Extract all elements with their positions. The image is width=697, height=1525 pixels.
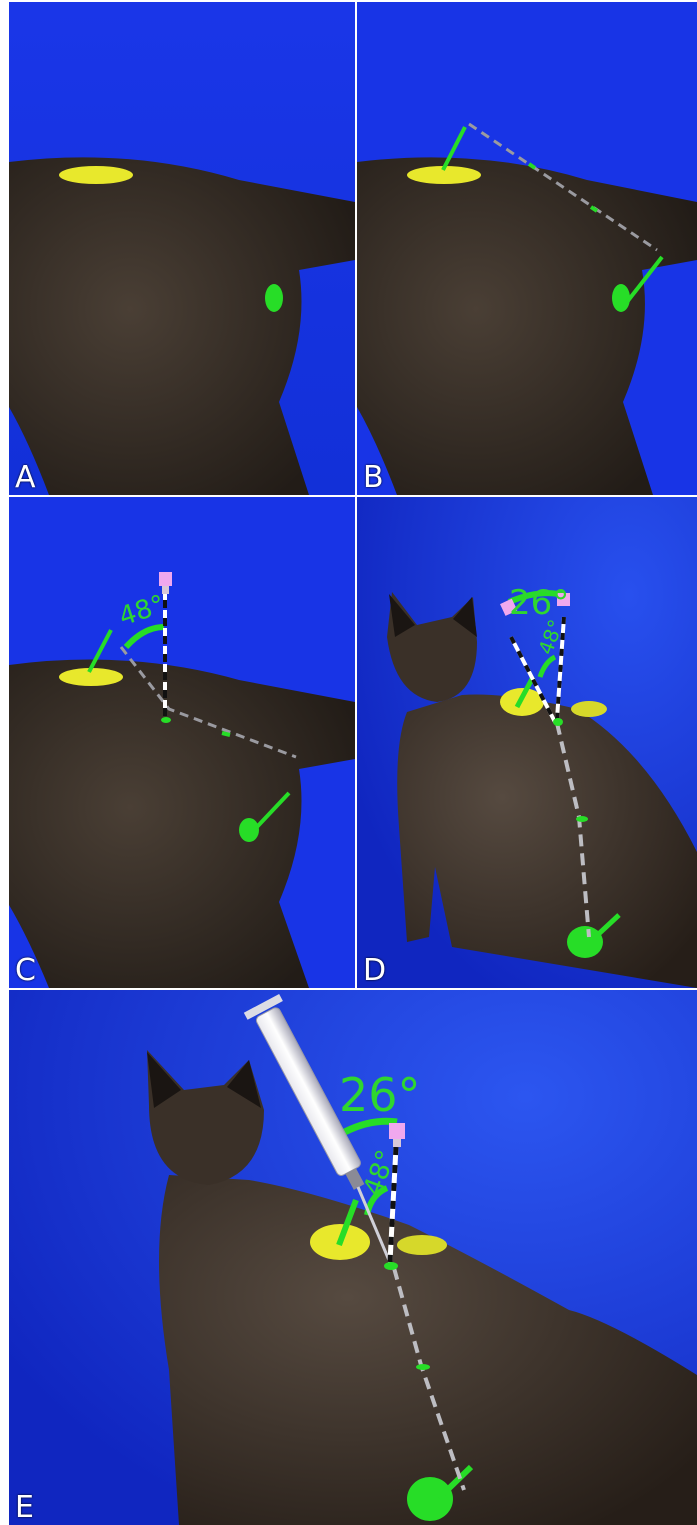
needle-tip [553,718,563,726]
needle-tip [161,717,171,723]
panel-label: E [15,1493,34,1523]
panel-label: A [15,463,36,493]
panel-e: 26° 48° E [9,990,697,1525]
panel-a: A [9,2,355,495]
panel-b: B [357,2,697,495]
panel-d-scene [357,497,697,988]
target-green-spot [239,818,259,842]
target-green-spot [567,926,603,958]
target-green-spot [612,284,630,312]
syringe-hub-neck [393,1139,401,1147]
syringe-hub [159,572,172,586]
guide-tick [222,733,230,735]
panel-label: B [363,463,384,493]
guide-tick [416,1364,430,1370]
syringe-hub-neck [162,586,169,594]
syringe-hub [389,1123,405,1139]
angle-label-large: 26° [339,1072,421,1118]
guide-tick [576,816,588,822]
target-yellow-spot [59,166,133,184]
panel-label: C [15,956,36,986]
panel-a-scene [9,2,355,495]
target-green-spot [407,1477,453,1521]
target-yellow-spot-far [571,701,607,717]
panel-label: D [363,956,386,986]
needle-tip [384,1262,398,1270]
panel-c-scene [9,497,355,988]
target-yellow-spot-far [397,1235,447,1255]
angle-label-large: 26° [509,586,569,620]
panel-d: 26° 48° D [357,497,697,988]
panel-b-scene [357,2,697,495]
target-green-spot [265,284,283,312]
panel-c: 48° C [9,497,355,988]
